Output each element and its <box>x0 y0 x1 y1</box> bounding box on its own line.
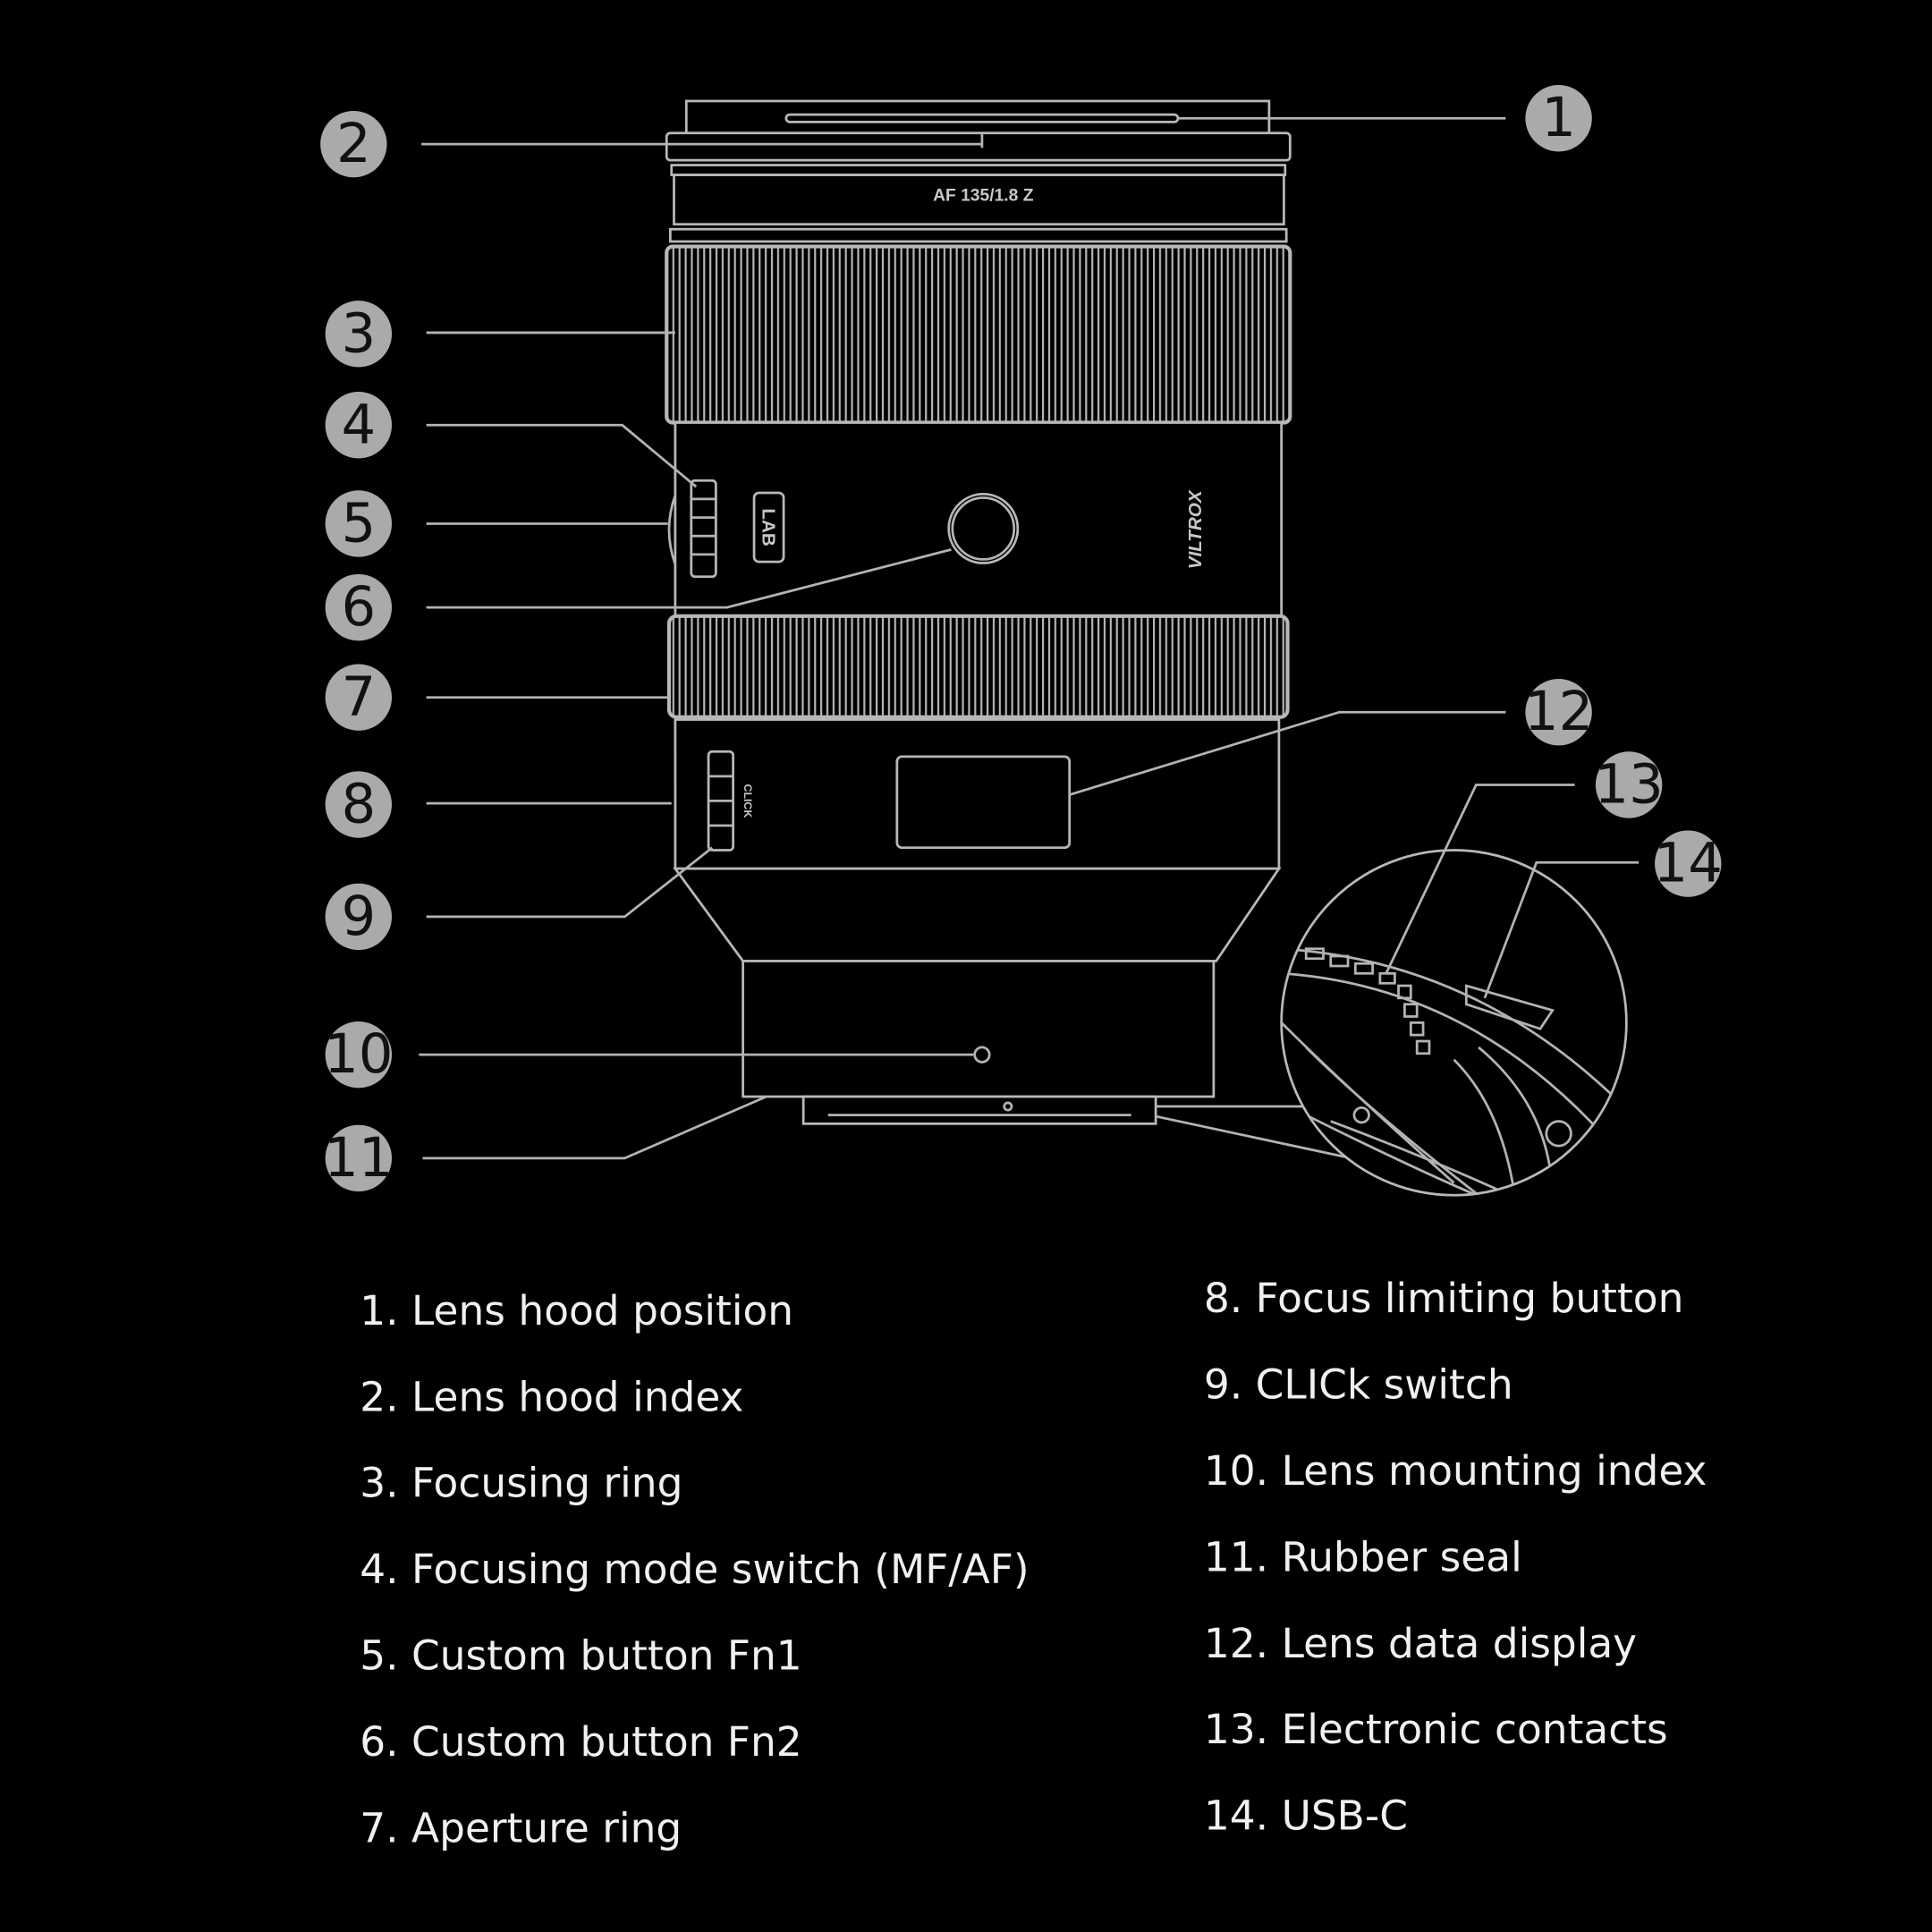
legend-item: 13. Electronic contacts <box>1204 1706 1668 1753</box>
svg-text:8: 8 <box>342 774 377 836</box>
svg-text:10: 10 <box>324 1023 393 1086</box>
lens-mounting-index <box>973 1046 991 1063</box>
legend-item: 7. Aperture ring <box>360 1804 682 1852</box>
mount-detail-inset <box>1155 849 1628 1197</box>
callout-12: 12 <box>1524 679 1593 746</box>
svg-text:14: 14 <box>1654 833 1723 895</box>
legend-left: 1. Lens hood position 2. Lens hood index… <box>360 1287 1029 1852</box>
svg-text:2: 2 <box>336 113 371 175</box>
svg-text:9: 9 <box>342 886 377 948</box>
callout-1: 1 <box>1525 85 1592 152</box>
callout-6: 6 <box>325 573 393 641</box>
callout-9: 9 <box>325 883 393 951</box>
svg-text:CLICK: CLICK <box>741 784 754 818</box>
fn1-button[interactable] <box>667 495 677 565</box>
fn2-button[interactable] <box>947 493 1020 564</box>
callout-2: 2 <box>320 110 387 178</box>
svg-text:LAB: LAB <box>758 508 779 546</box>
brand-logo: VILTROX <box>1185 489 1206 569</box>
callout-14: 14 <box>1654 830 1723 897</box>
callout-10: 10 <box>324 1021 393 1089</box>
legend-item: 1. Lens hood position <box>360 1287 793 1335</box>
lens-data-display <box>895 755 1072 850</box>
lab-badge: LAB <box>752 491 785 564</box>
legend-item: 4. Focusing mode switch (MF/AF) <box>360 1546 1029 1593</box>
svg-text:11: 11 <box>324 1127 393 1190</box>
aperture-ring[interactable] <box>666 614 1290 719</box>
svg-text:6: 6 <box>342 576 377 639</box>
legend-item: 10. Lens mounting index <box>1204 1447 1707 1495</box>
legend-item: 14. USB-C <box>1204 1792 1408 1840</box>
svg-text:3: 3 <box>342 302 377 365</box>
legend-item: 5. Custom button Fn1 <box>360 1632 801 1680</box>
legend-item: 9. CLICk switch <box>1204 1361 1513 1409</box>
click-switch[interactable]: CLICK <box>707 750 754 852</box>
svg-text:7: 7 <box>342 666 377 729</box>
legend-right: 8. Focus limiting button 9. CLICk switch… <box>1204 1275 1707 1840</box>
lens-hood-bayonet <box>684 99 1271 135</box>
legend-item: 3. Focusing ring <box>360 1460 682 1507</box>
lens-model-label: AF 135/1.8 Z <box>933 187 1034 206</box>
callout-11: 11 <box>324 1124 393 1192</box>
svg-text:1: 1 <box>1541 87 1576 149</box>
svg-text:5: 5 <box>342 492 377 555</box>
svg-text:4: 4 <box>342 394 377 456</box>
callout-5: 5 <box>325 490 393 557</box>
svg-text:13: 13 <box>1595 754 1664 817</box>
callout-8: 8 <box>325 771 393 838</box>
leader-lines <box>419 116 1640 1160</box>
lens-body: AF 135/1.8 Z LAB VILTROX CLICK <box>665 99 1292 1125</box>
legend-item: 12. Lens data display <box>1204 1620 1637 1667</box>
legend-item: 2. Lens hood index <box>360 1373 743 1420</box>
focusing-ring[interactable] <box>665 244 1292 425</box>
rubber-seal <box>801 1095 1157 1125</box>
electronic-contacts <box>1304 947 1431 1055</box>
callout-4: 4 <box>325 392 393 459</box>
legend-item: 6. Custom button Fn2 <box>360 1718 801 1766</box>
legend-item: 11. Rubber seal <box>1204 1533 1522 1580</box>
callout-3: 3 <box>325 301 393 368</box>
callout-7: 7 <box>325 664 393 731</box>
focus-mode-switch[interactable] <box>690 479 717 579</box>
legend-item: 8. Focus limiting button <box>1204 1275 1684 1322</box>
callout-13: 13 <box>1595 751 1664 818</box>
svg-text:12: 12 <box>1524 681 1593 743</box>
